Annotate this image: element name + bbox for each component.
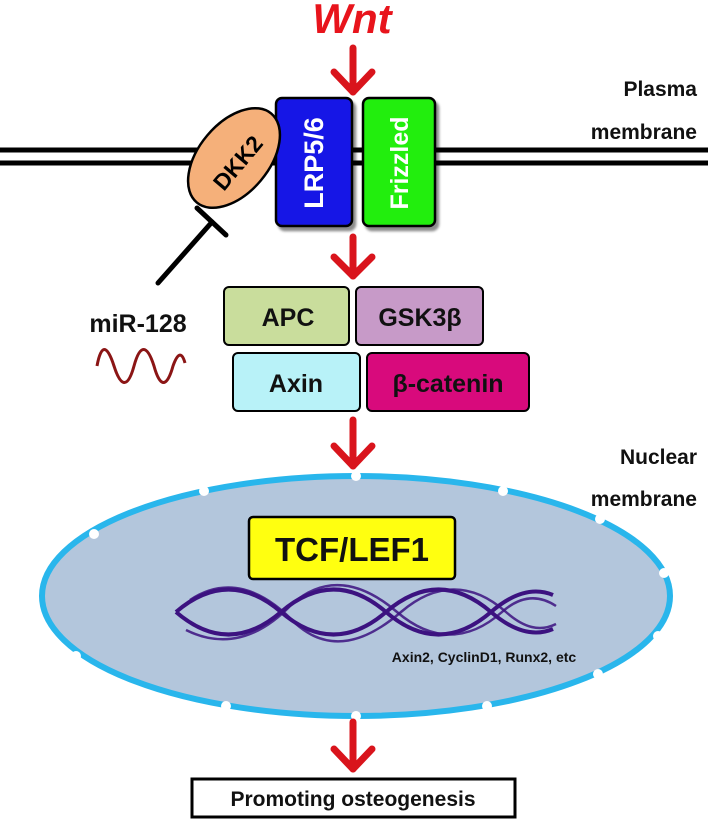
- axin-label: Axin: [269, 370, 323, 398]
- nuclear-pores: [71, 471, 669, 721]
- mirna-wave: [95, 348, 187, 384]
- lrp56-label: LRP5/6: [299, 117, 329, 209]
- dkk2-protein: DKK2: [186, 106, 282, 210]
- plasma-membrane-label-2: membrane: [591, 121, 697, 144]
- arrow-nucleus-to-outcome: [330, 718, 376, 773]
- outcome-label: Promoting osteogenesis: [230, 788, 475, 811]
- arrow-wnt-to-receptors: [330, 44, 376, 96]
- apc-box: APC: [223, 286, 350, 346]
- arrow-complex-to-nucleus: [330, 416, 376, 470]
- inhibition-bar: [155, 205, 229, 286]
- nuclear-membrane-label-1: Nuclear: [620, 446, 697, 469]
- bcatenin-box: β-catenin: [366, 352, 530, 412]
- axin-box: Axin: [232, 352, 361, 412]
- frizzled-receptor: Frizzled: [361, 96, 437, 228]
- frizzled-label: Frizzled: [386, 116, 414, 209]
- nucleus: [39, 471, 673, 721]
- gsk3b-label: GSK3β: [378, 304, 461, 332]
- lrp56-receptor: LRP5/6: [274, 96, 354, 228]
- bcatenin-label: β-catenin: [392, 370, 503, 398]
- target-genes-label: Axin2, CyclinD1, Runx2, etc: [392, 649, 577, 665]
- plasma-membrane-label-1: Plasma: [623, 78, 697, 101]
- gsk3b-box: GSK3β: [355, 286, 484, 346]
- plasma-membrane: [0, 147, 708, 166]
- wnt-label: Wnt: [312, 0, 393, 42]
- arrow-receptors-to-complex: [330, 233, 376, 280]
- dna-helix: [174, 583, 557, 643]
- mir128-label: miR-128: [89, 310, 186, 338]
- tcf-lef1-label: TCF/LEF1: [275, 531, 429, 568]
- apc-label: APC: [262, 304, 315, 332]
- nuclear-membrane-label-2: membrane: [591, 488, 697, 511]
- outcome-box: Promoting osteogenesis: [190, 777, 517, 819]
- tcf-lef1-box: TCF/LEF1: [247, 515, 457, 581]
